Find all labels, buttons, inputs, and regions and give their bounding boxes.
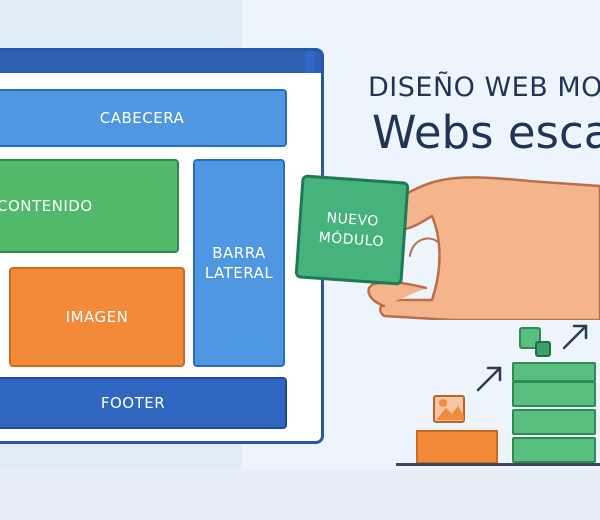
footer-block: FOOTER bbox=[0, 377, 287, 429]
image-icon bbox=[433, 395, 465, 423]
new-module-label-line2: MÓDULO bbox=[318, 229, 385, 251]
sidebar-block-label-line2: LATERAL bbox=[204, 264, 274, 282]
window-bar-accent bbox=[305, 51, 315, 73]
header-block: CABECERA bbox=[0, 89, 287, 147]
header-block-label: CABECERA bbox=[99, 109, 185, 127]
sidebar-block: BARRA LATERAL bbox=[193, 159, 285, 367]
stacked-module-block bbox=[512, 362, 596, 382]
background-floor bbox=[0, 470, 600, 520]
page-title-line2: Webs escal bbox=[372, 106, 600, 159]
hand-illustration bbox=[367, 176, 600, 320]
stacked-module-block bbox=[512, 381, 596, 407]
image-block: IMAGEN bbox=[9, 267, 185, 367]
window-title-bar bbox=[0, 51, 321, 73]
trend-arrow-icon bbox=[562, 324, 588, 350]
new-module-card[interactable]: NUEVO MÓDULO bbox=[294, 174, 410, 286]
growth-bar-small bbox=[416, 430, 498, 464]
content-block-label: CONTENIDO bbox=[0, 197, 93, 215]
image-block-label: IMAGEN bbox=[65, 308, 129, 326]
content-block: CONTENIDO bbox=[0, 159, 179, 253]
stacked-module-block bbox=[512, 437, 596, 463]
page-title-line1: DISEÑO WEB MO bbox=[368, 72, 600, 103]
ground-line bbox=[396, 463, 600, 466]
module-icon bbox=[519, 327, 551, 357]
footer-block-label: FOOTER bbox=[100, 394, 166, 412]
sidebar-block-label-line1: BARRA bbox=[212, 243, 266, 262]
stacked-module-block bbox=[512, 409, 596, 435]
browser-window-mockup: CABECERA CONTENIDO BARRA LATERAL IMAGEN … bbox=[0, 48, 324, 444]
trend-arrow-icon bbox=[476, 366, 502, 392]
